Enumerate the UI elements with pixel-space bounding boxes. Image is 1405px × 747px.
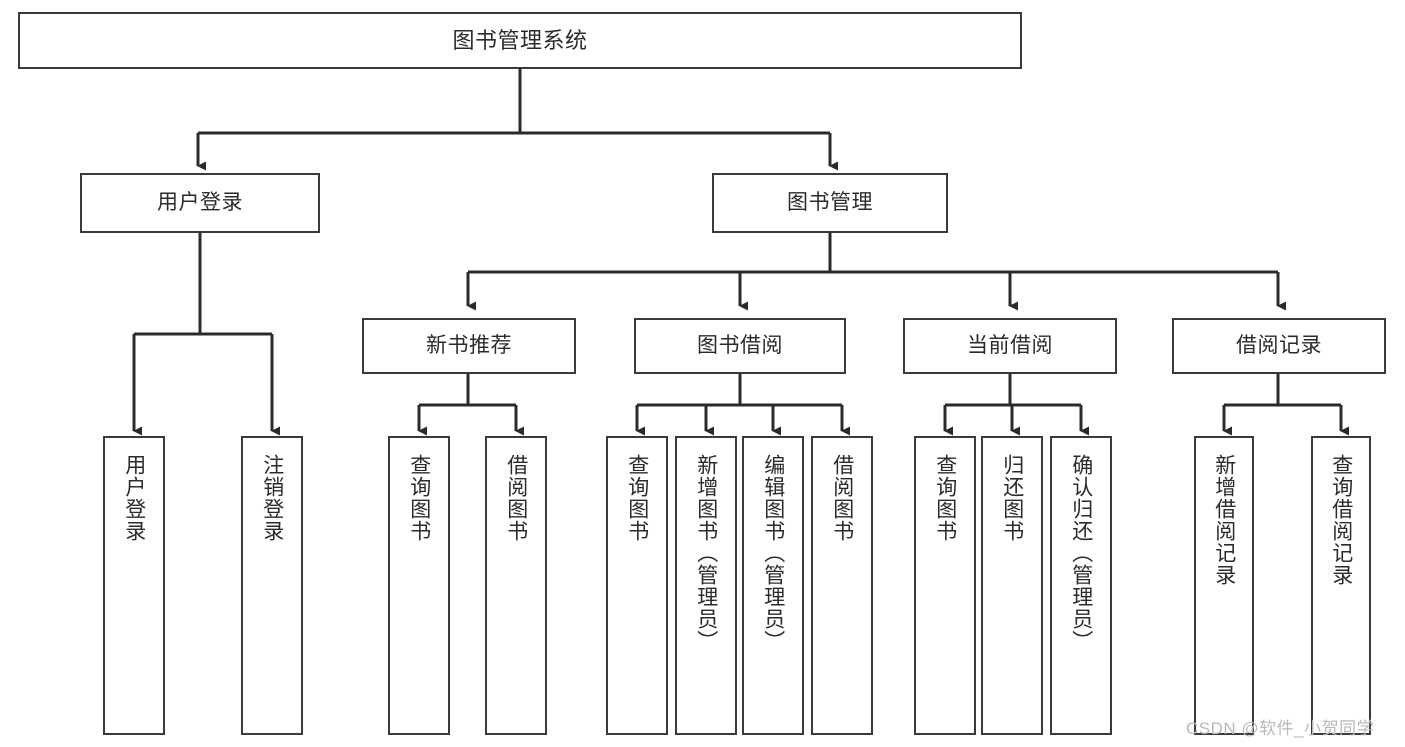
leaf-borrow-book[interactable]: 借阅图书 [811, 436, 873, 735]
node-label: 新增图书（管理员） [694, 454, 718, 652]
leaf-add-borrow-record[interactable]: 新增借阅记录 [1194, 436, 1254, 735]
node-label: 确认归还（管理员） [1069, 454, 1093, 652]
node-label: 新书推荐 [426, 333, 512, 357]
leaf-logout[interactable]: 注销登录 [241, 436, 303, 735]
node-label: 查询借阅记录 [1329, 454, 1353, 586]
node-label: 借阅图书 [830, 454, 854, 542]
leaf-query-book-borrow[interactable]: 查询图书 [606, 436, 668, 735]
node-root-system[interactable]: 图书管理系统 [18, 12, 1022, 69]
node-label: 用户登录 [122, 454, 146, 542]
node-label: 借阅图书 [504, 454, 528, 542]
node-label: 查询图书 [407, 454, 431, 542]
node-label: 用户登录 [157, 190, 243, 214]
node-label: 注销登录 [260, 454, 284, 542]
node-label: 归还图书 [1000, 454, 1024, 542]
node-label: 借阅记录 [1236, 333, 1322, 357]
node-label: 编辑图书（管理员） [761, 454, 785, 652]
leaf-query-book-recommend[interactable]: 查询图书 [388, 436, 450, 735]
node-label: 查询图书 [625, 454, 649, 542]
leaf-borrow-book-recommend[interactable]: 借阅图书 [485, 436, 547, 735]
node-label: 查询图书 [933, 454, 957, 542]
node-label: 图书借阅 [697, 333, 783, 357]
node-book-borrow[interactable]: 图书借阅 [634, 318, 846, 374]
node-borrow-records[interactable]: 借阅记录 [1172, 318, 1386, 374]
node-user-login[interactable]: 用户登录 [80, 173, 320, 233]
leaf-edit-book-admin[interactable]: 编辑图书（管理员） [742, 436, 804, 735]
leaf-return-book[interactable]: 归还图书 [981, 436, 1043, 735]
leaf-user-login[interactable]: 用户登录 [103, 436, 165, 735]
node-label: 新增借阅记录 [1212, 454, 1236, 586]
leaf-query-borrow-record[interactable]: 查询借阅记录 [1311, 436, 1371, 735]
node-label: 当前借阅 [967, 333, 1053, 357]
node-current-borrow[interactable]: 当前借阅 [903, 318, 1117, 374]
leaf-add-book-admin[interactable]: 新增图书（管理员） [675, 436, 737, 735]
node-label: 图书管理 [787, 190, 873, 214]
node-book-management[interactable]: 图书管理 [712, 173, 948, 233]
node-label: 图书管理系统 [452, 27, 588, 53]
leaf-query-book-current[interactable]: 查询图书 [914, 436, 976, 735]
node-new-book-recommend[interactable]: 新书推荐 [362, 318, 576, 374]
leaf-confirm-return-admin[interactable]: 确认归还（管理员） [1050, 436, 1112, 735]
csdn-watermark: CSDN @软件_小贺同学 [1186, 719, 1375, 738]
